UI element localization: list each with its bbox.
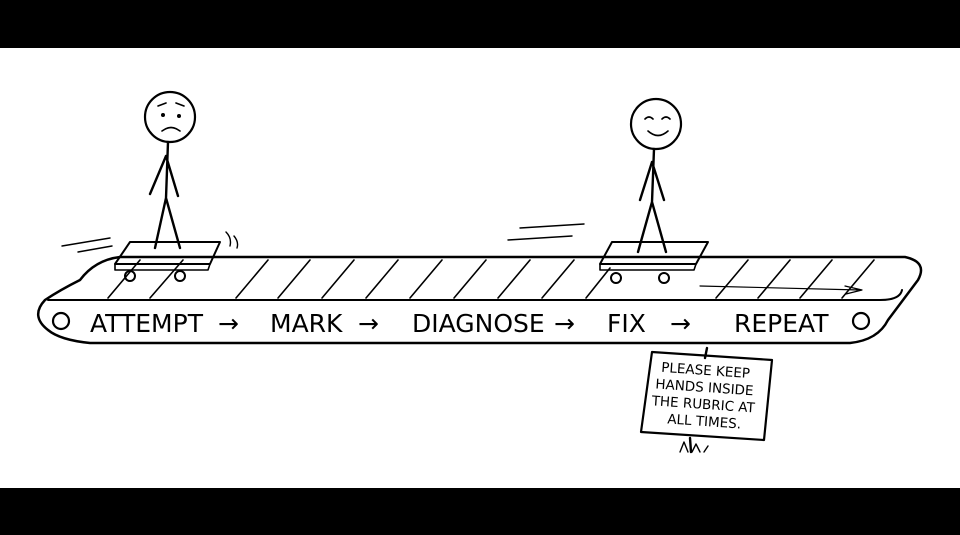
rubric-sign: PLEASE KEEP HANDS INSIDE THE RUBRIC AT A… bbox=[639, 346, 774, 454]
happy-face-icon bbox=[629, 97, 683, 151]
left-cart bbox=[61, 231, 239, 282]
worried-stick-figure bbox=[143, 90, 197, 250]
sign-text: PLEASE KEEP HANDS INSIDE THE RUBRIC AT A… bbox=[649, 359, 762, 433]
step-fix: FIX bbox=[607, 309, 646, 338]
step-attempt: ATTEMPT bbox=[90, 309, 204, 338]
sign-line-4: ALL TIMES. bbox=[667, 411, 742, 432]
sign-line-2: HANDS INSIDE bbox=[655, 376, 754, 399]
step-diagnose: DIAGNOSE bbox=[412, 309, 545, 338]
comic-drawing: ATTEMPT → MARK → DIAGNOSE → FIX → REPEAT bbox=[37, 90, 923, 454]
happy-stick-figure bbox=[629, 97, 683, 254]
arrow-3: → bbox=[554, 309, 575, 338]
sign-line-3: THE RUBRIC AT bbox=[650, 393, 756, 416]
step-mark: MARK bbox=[270, 309, 343, 338]
step-repeat: REPEAT bbox=[734, 309, 829, 338]
comic-panel: ATTEMPT → MARK → DIAGNOSE → FIX → REPEAT bbox=[0, 48, 960, 488]
worried-face-icon bbox=[143, 90, 197, 144]
right-roller-icon bbox=[851, 311, 871, 331]
sign-line-1: PLEASE KEEP bbox=[661, 360, 751, 382]
left-roller-icon bbox=[51, 311, 71, 331]
arrow-4: → bbox=[670, 309, 691, 338]
arrow-2: → bbox=[358, 309, 379, 338]
arrow-1: → bbox=[218, 309, 239, 338]
belt-steps: ATTEMPT → MARK → DIAGNOSE → FIX → REPEAT bbox=[90, 309, 829, 338]
right-cart bbox=[507, 223, 709, 284]
conveyor-belt bbox=[37, 255, 923, 345]
belt-slats bbox=[107, 259, 875, 299]
